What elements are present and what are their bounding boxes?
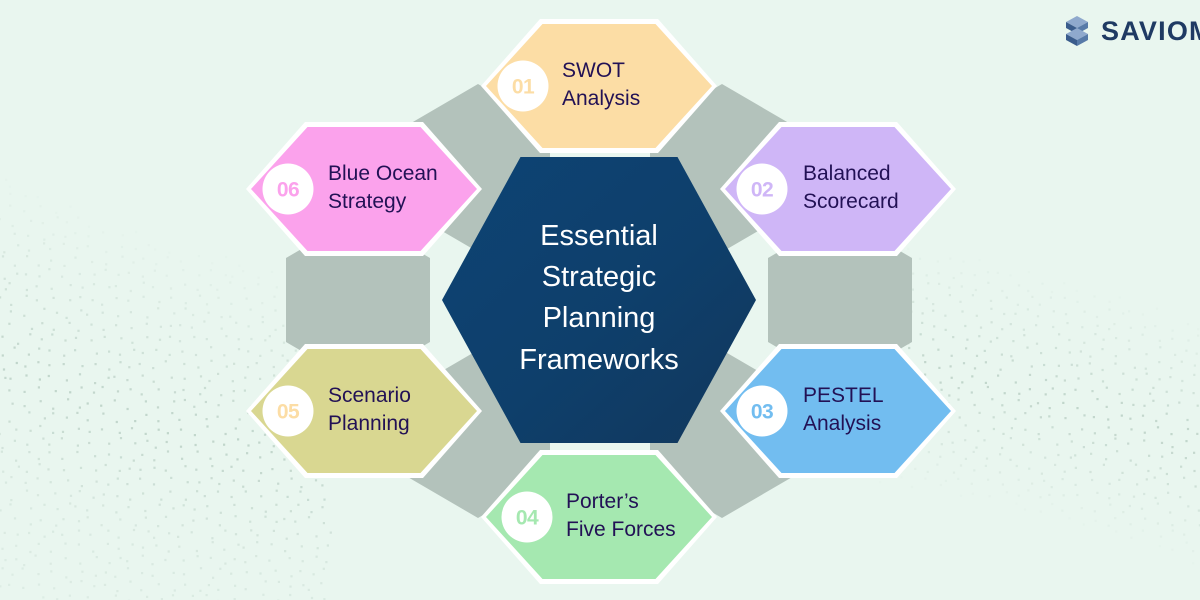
badge-number-01: 01 <box>512 76 535 99</box>
node-hexagon-06[interactable] <box>251 127 477 251</box>
connector-hexagon-3 <box>768 216 912 384</box>
badge-number-04: 04 <box>516 507 539 530</box>
badge-circle-06 <box>262 163 314 215</box>
node-hexagon-05[interactable] <box>251 349 477 473</box>
center-hexagon-shape <box>442 157 756 443</box>
node-hexagon-02[interactable] <box>725 127 951 251</box>
badge-circle-01 <box>497 60 549 112</box>
badge-circle-02 <box>736 163 788 215</box>
node-hexagons <box>246 19 956 584</box>
saviom-wordmark: SAVIOM <box>1101 15 1200 46</box>
node-hexagon-01[interactable] <box>486 24 712 148</box>
badge-circle-05 <box>262 385 314 437</box>
badge-number-02: 02 <box>751 179 773 202</box>
badge-number-03: 03 <box>751 401 773 424</box>
node-hexagon-04[interactable] <box>486 455 712 579</box>
connector-hexagon-6 <box>286 216 430 384</box>
badge-circle-04 <box>501 491 553 543</box>
saviom-s-logo-icon <box>1066 16 1088 46</box>
saviom-logo[interactable]: SAVIOM <box>1062 13 1200 49</box>
badge-number-05: 05 <box>277 401 300 424</box>
center-hexagon <box>442 157 756 443</box>
badge-circle-03 <box>736 385 788 437</box>
node-badges: 01 02 03 04 05 06 <box>262 60 788 543</box>
node-hexagon-03[interactable] <box>725 349 951 473</box>
badge-number-06: 06 <box>277 179 299 202</box>
